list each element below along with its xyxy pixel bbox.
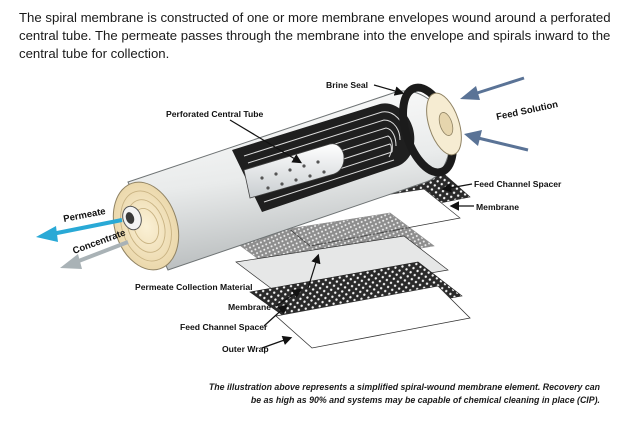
label-permeate: Permeate — [62, 206, 106, 225]
feed-arrow-lower — [464, 130, 529, 152]
label-feed-channel-spacer-top: Feed Channel Spacer — [474, 179, 562, 189]
feed-arrow-upper — [460, 76, 525, 100]
label-membrane-top: Membrane — [476, 202, 519, 212]
leader-lines — [229, 84, 474, 349]
outlet-tube-bore — [125, 212, 135, 224]
membrane-element-cylinder — [112, 83, 462, 271]
label-feed-channel-spacer-bottom: Feed Channel Spacer — [180, 322, 268, 332]
label-permeate-collection-material: Permeate Collection Material — [135, 282, 253, 292]
label-brine-seal: Brine Seal — [326, 80, 368, 90]
label-feed-solution: Feed Solution — [495, 99, 559, 123]
unrolled-layers — [229, 173, 471, 349]
perforated-central-tube — [243, 143, 345, 199]
label-perforated-central-tube: Perforated Central Tube — [166, 109, 263, 119]
membrane-bottom-sheet — [235, 235, 449, 299]
outer-wrap-sheet — [275, 285, 471, 349]
outlet-end-cap — [112, 181, 180, 271]
caption-line-2: be as high as 90% and systems may be cap… — [250, 395, 600, 405]
concentrate-arrow — [60, 240, 129, 269]
caption-line-1: The illustration above represents a simp… — [208, 382, 600, 392]
caption: The illustration above represents a simp… — [160, 381, 600, 407]
label-membrane-bottom: Membrane — [228, 302, 271, 312]
intro-text: The spiral membrane is constructed of on… — [19, 10, 611, 61]
feed-end-tube — [438, 112, 454, 136]
tube-perforations — [260, 160, 326, 190]
label-outer-wrap: Outer Wrap — [222, 344, 269, 354]
spiral-wrap-lines — [243, 111, 406, 203]
permeate-arrow — [36, 218, 123, 242]
flow-arrows — [36, 76, 529, 269]
